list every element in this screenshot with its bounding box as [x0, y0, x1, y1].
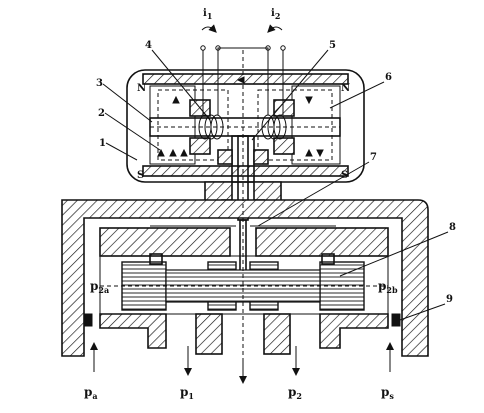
port-arrows — [90, 342, 394, 384]
part-number-7: 7 — [370, 152, 377, 163]
part-number-2: 2 — [98, 108, 105, 119]
port-label-1: p1 — [180, 385, 194, 401]
upper-pole-piece — [142, 73, 349, 85]
current-indicators: i1 i2 — [201, 8, 283, 33]
leader-line-4 — [151, 49, 211, 121]
leader-line-8 — [339, 231, 449, 277]
current-label-i2: i2 — [271, 8, 280, 21]
spool-tab-right — [321, 253, 335, 265]
port-block-2 — [263, 313, 291, 355]
lower-pole-piece — [142, 165, 349, 177]
leader-line-2 — [104, 112, 161, 151]
callouts: 1 2 3 4 5 6 7 8 9 — [96, 40, 456, 321]
leader-line-6 — [329, 81, 385, 109]
pole-label-right-north: N — [341, 83, 350, 94]
leader-line-5 — [251, 49, 329, 141]
current-i2-arrow — [267, 24, 283, 33]
flexure-sleeve-left — [217, 149, 233, 165]
part-number-6: 6 — [385, 72, 392, 83]
filter-plug-left — [83, 313, 93, 327]
right-pole-tip-upper — [273, 99, 295, 117]
leader-line-9 — [399, 303, 446, 321]
port-label-2: p2 — [288, 385, 302, 401]
flexure-sleeve-right — [253, 149, 269, 165]
permanent-magnet-housing — [126, 69, 365, 183]
leader-line-7 — [257, 161, 370, 227]
pole-label-left-south: S — [137, 170, 144, 181]
filter-plug-right — [391, 313, 401, 327]
port-label-s: ps — [381, 385, 394, 401]
part-number-1: 1 — [99, 138, 106, 149]
port-block-a — [99, 313, 167, 349]
valve-body — [61, 50, 429, 370]
right-pole-tip-lower — [273, 137, 295, 155]
chamber-label-right: p2b — [378, 279, 398, 295]
port-block-s — [319, 313, 389, 349]
port-block-1 — [195, 313, 223, 355]
port-label-a: pa — [84, 385, 98, 401]
torque-motor: N N S S — [126, 45, 365, 183]
part-number-4: 4 — [145, 40, 152, 51]
upper-right-land — [255, 227, 389, 257]
part-number-9: 9 — [446, 294, 453, 305]
terminal-bracket — [217, 47, 269, 66]
current-i1-arrow — [201, 24, 217, 33]
upper-left-land — [99, 227, 231, 257]
pole-label-left-north: N — [137, 83, 146, 94]
current-label-i1: i1 — [203, 8, 212, 21]
part-number-3: 3 — [96, 78, 103, 89]
left-flux-path — [157, 89, 229, 161]
left-pole-tip-lower — [189, 137, 211, 155]
left-coil — [198, 114, 224, 140]
part-number-5: 5 — [329, 40, 336, 51]
leader-line-1 — [105, 142, 138, 161]
spool-tab-left — [149, 253, 163, 265]
leader-line-3 — [102, 83, 153, 123]
part-number-8: 8 — [449, 222, 456, 233]
right-flux-path — [257, 89, 333, 161]
chamber-label-left: p2a — [90, 279, 109, 295]
flux-arrows — [157, 76, 324, 158]
valve-housing — [61, 199, 429, 357]
right-magnet-cavity — [291, 85, 341, 165]
spool-bore — [99, 255, 389, 315]
